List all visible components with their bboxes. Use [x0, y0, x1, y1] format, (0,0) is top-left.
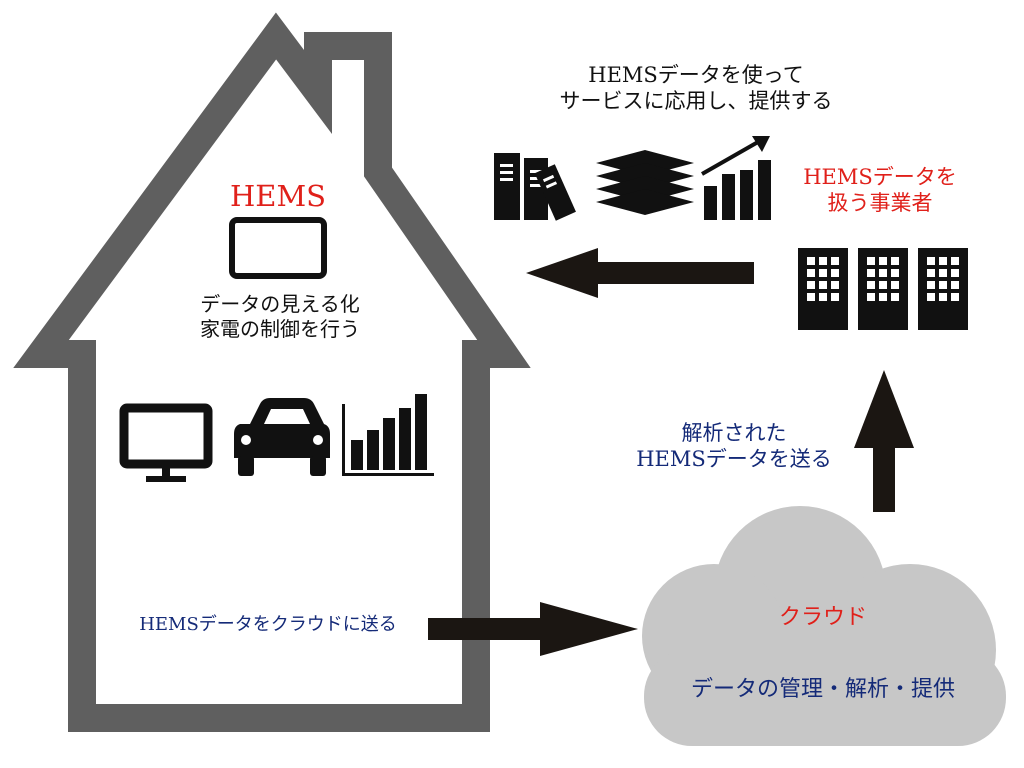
cloud-title: クラウド: [778, 605, 867, 630]
house-description: データの見える化 家電の制御を行う: [162, 292, 398, 342]
arrow-house-to-cloud: [428, 602, 638, 656]
services-label: HEMSデータを使って サービスに応用し、提供する: [512, 62, 880, 115]
send-to-cloud-label: HEMSデータをクラウドに送る: [139, 614, 397, 635]
house-outline: [13, 12, 531, 732]
document-stack-icon: [596, 150, 694, 215]
tablet-icon: [229, 217, 327, 279]
monitor-icon: [119, 403, 213, 482]
cloud-description: データの管理・解析・提供: [690, 677, 955, 702]
arrow-cloud-to-operator: [854, 370, 914, 512]
analyzed-data-label: 解析された HEMSデータを送る: [618, 420, 850, 473]
services-label-line-2: サービスに応用し、提供する: [559, 89, 833, 114]
growth-chart-icon: [701, 136, 771, 220]
operator-label-line-2: 扱う事業者: [827, 191, 933, 216]
cloud-shape: [642, 506, 1006, 746]
hems-label: HEMS: [229, 179, 327, 213]
arrow-operator-to-house: [526, 248, 754, 298]
office-building-icon: [918, 248, 968, 330]
analyzed-data-label-line-1: 解析された: [681, 421, 787, 445]
house-description-line-2: 家電の制御を行う: [200, 317, 360, 341]
operator-label-line-1: HEMSデータを: [803, 165, 957, 189]
operator-label: HEMSデータを 扱う事業者: [792, 164, 968, 217]
services-label-line-1: HEMSデータを使って: [588, 63, 804, 87]
binders-icon: [494, 153, 576, 221]
house-description-line-1: データの見える化: [200, 292, 360, 316]
office-building-icon: [798, 248, 848, 330]
car-icon: [234, 398, 330, 476]
analyzed-data-label-line-2: HEMSデータを送る: [636, 447, 832, 472]
bar-chart-icon: [342, 394, 434, 476]
office-building-icon: [858, 248, 908, 330]
